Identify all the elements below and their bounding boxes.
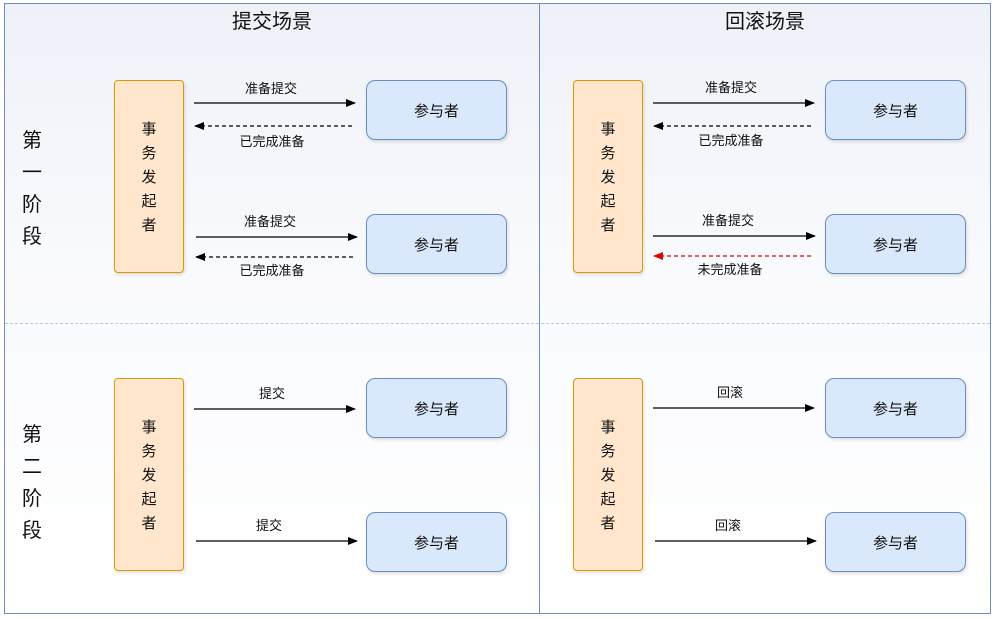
coordinator-commit-phase2: 事务发起者 xyxy=(114,378,184,571)
phase-1-label: 第一阶段 xyxy=(22,128,42,248)
label-prepared-commit-b: 已完成准备 xyxy=(239,264,305,279)
coordinator-commit-phase1: 事务发起者 xyxy=(114,80,184,273)
phase-divider xyxy=(5,323,990,324)
coordinator-rollback-phase1: 事务发起者 xyxy=(573,80,643,273)
participant-commit-p2-b: 参与者 xyxy=(366,512,507,572)
commit-scenario-title: 提交场景 xyxy=(232,9,312,33)
coordinator-label: 事务发起者 xyxy=(141,119,157,234)
label-prepare-commit-a: 准备提交 xyxy=(244,82,298,97)
coordinator-rollback-phase2: 事务发起者 xyxy=(573,378,643,571)
rollback-scenario-title: 回滚场景 xyxy=(725,9,805,33)
column-divider xyxy=(539,3,540,614)
label-commit-b: 提交 xyxy=(255,519,283,534)
coordinator-label: 事务发起者 xyxy=(600,119,616,234)
label-prepare-commit-b: 准备提交 xyxy=(243,215,297,230)
participant-rollback-p1-a: 参与者 xyxy=(825,80,966,140)
participant-commit-p1-a: 参与者 xyxy=(366,80,507,140)
participant-rollback-p2-b: 参与者 xyxy=(825,512,966,572)
label-rollback-a: 回滚 xyxy=(716,386,744,401)
participant-rollback-p2-a: 参与者 xyxy=(825,378,966,438)
phase-2-label: 第二阶段 xyxy=(22,422,42,542)
participant-commit-p2-a: 参与者 xyxy=(366,378,507,438)
label-prepare-rollback-a: 准备提交 xyxy=(704,81,758,96)
label-prepared-rollback-a: 已完成准备 xyxy=(698,134,764,149)
label-prepared-commit-a: 已完成准备 xyxy=(239,135,305,150)
participant-commit-p1-b: 参与者 xyxy=(366,214,507,274)
coordinator-label: 事务发起者 xyxy=(600,417,616,532)
label-not-prepared-rollback-b: 未完成准备 xyxy=(697,263,763,278)
label-prepare-rollback-b: 准备提交 xyxy=(701,214,755,229)
participant-rollback-p1-b: 参与者 xyxy=(825,214,966,274)
label-rollback-b: 回滚 xyxy=(714,519,742,534)
coordinator-label: 事务发起者 xyxy=(141,417,157,532)
label-commit-a: 提交 xyxy=(258,387,286,402)
